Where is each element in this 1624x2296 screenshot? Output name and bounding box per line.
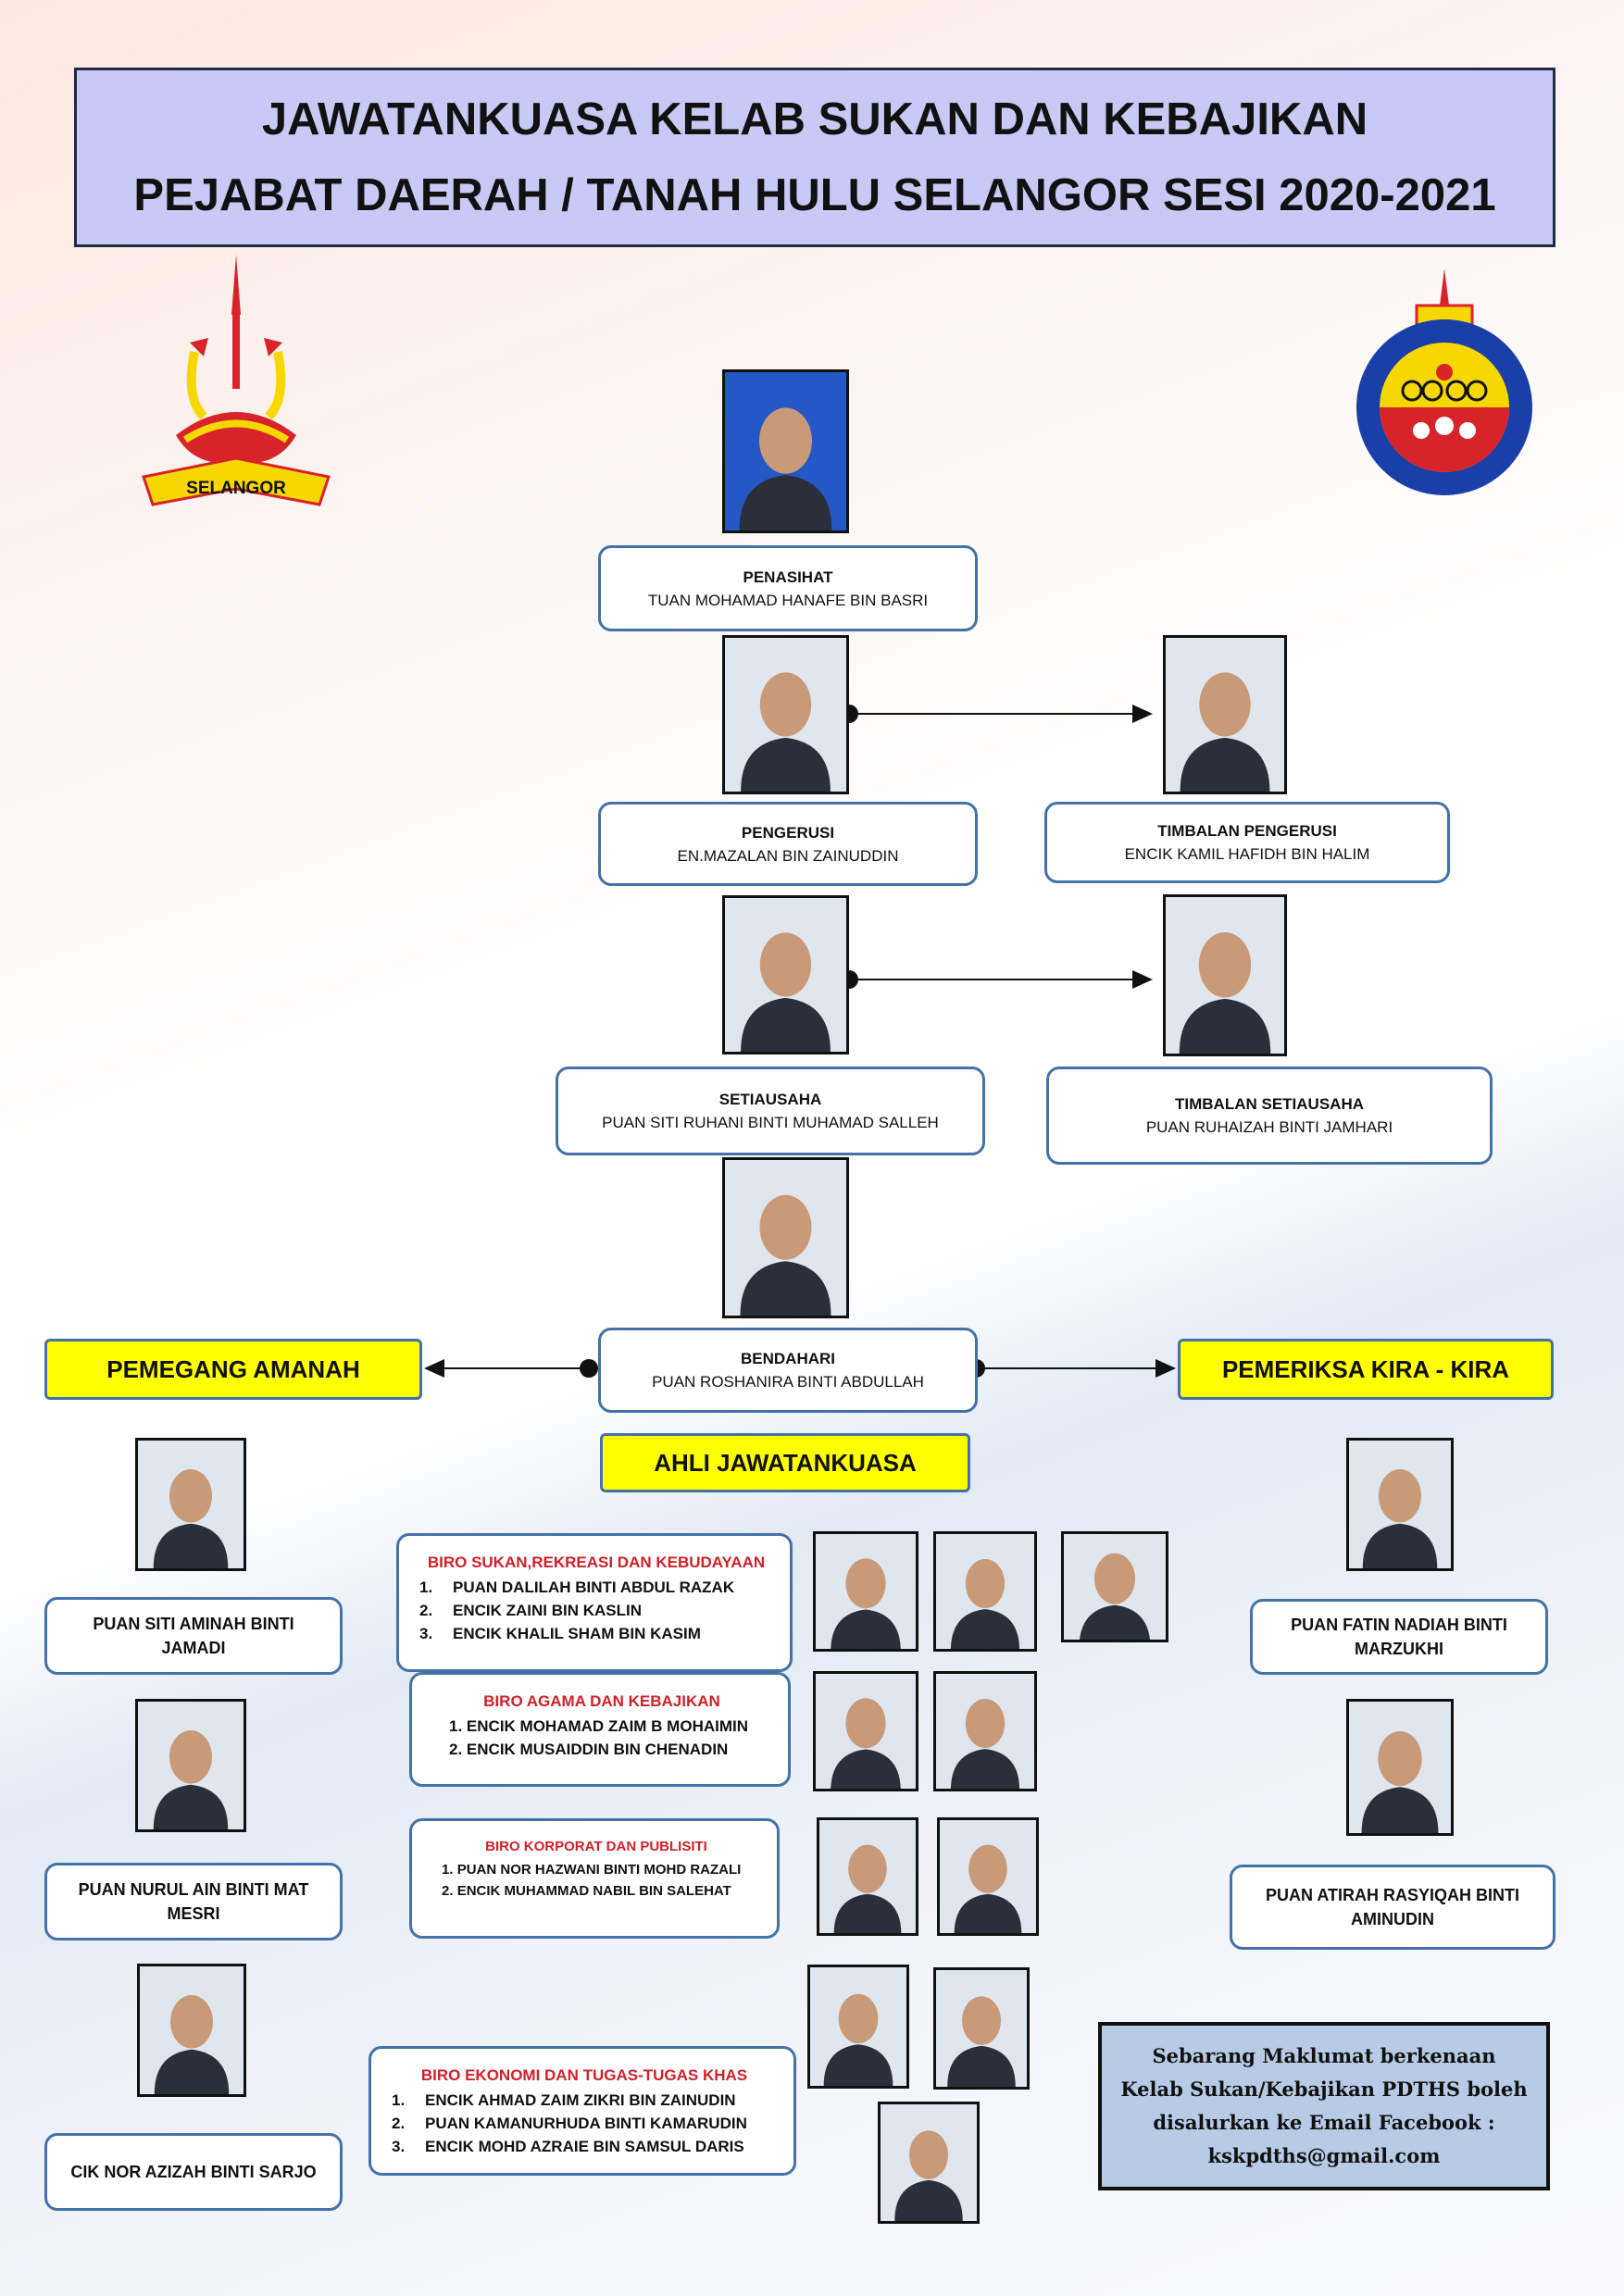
photo-biro-korporat-2: [937, 1817, 1039, 1936]
setiausaha-role: SETIAUSAHA: [718, 1091, 822, 1108]
timbalan-setiausaha-box: TIMBALAN SETIAUSAHA PUAN RUHAIZAH BINTI …: [1046, 1067, 1493, 1165]
timbalan-pengerusi-name: ENCIK KAMIL HAFIDH BIN HALIM: [1124, 845, 1370, 863]
biro-korporat-title: BIRO KORPORAT DAN PUBLISITI: [485, 1839, 707, 1854]
list-item: 1. PUAN NOR HAZWANI BINTI MOHD RAZALI: [442, 1862, 742, 1878]
penasihat-box: PENASIHAT TUAN MOHAMAD HANAFE BIN BASRI: [598, 545, 978, 631]
portrait-silhouette-icon: [894, 2130, 963, 2221]
list-item: 3.ENCIK KHALIL SHAM BIN KASIM: [419, 1625, 701, 1642]
photo-pemegang-amanah-2: [135, 1699, 246, 1832]
photo-biro-korporat-1: [817, 1817, 918, 1936]
setiausaha-box: SETIAUSAHA PUAN SITI RUHANI BINTI MUHAMA…: [556, 1067, 985, 1155]
pengerusi-role: PENGERUSI: [741, 823, 835, 842]
photo-bendahari: [722, 1157, 849, 1318]
photo-pengerusi: [722, 635, 849, 794]
photo-biro-ekonomi-2: [933, 1967, 1030, 2090]
bendahari-name: PUAN ROSHANIRA BINTI ABDULLAH: [652, 1373, 924, 1391]
portrait-silhouette-icon: [1080, 1553, 1150, 1640]
portrait-silhouette-icon: [950, 1699, 1020, 1789]
pemegang-amanah-member-2: PUAN NURUL AIN BINTI MAT MESRI: [44, 1863, 343, 1940]
ahli-jawatankuasa-header: AHLI JAWATANKUASA: [600, 1433, 970, 1492]
photo-biro-agama-2: [933, 1671, 1037, 1791]
biro-ekonomi-box: BIRO EKONOMI DAN TUGAS-TUGAS KHAS 1.ENCI…: [369, 2046, 796, 2176]
pemegang-amanah-header: PEMEGANG AMANAH: [44, 1339, 422, 1400]
title-line-1: JAWATANKUASA KELAB SUKAN DAN KEBAJIKAN: [261, 94, 1368, 144]
photo-biro-ekonomi-1: [807, 1965, 909, 2089]
portrait-silhouette-icon: [1361, 1730, 1439, 1833]
timbalan-pengerusi-box: TIMBALAN PENGERUSI ENCIK KAMIL HAFIDH BI…: [1044, 802, 1450, 883]
page-title: JAWATANKUASA KELAB SUKAN DAN KEBAJIKAN P…: [74, 68, 1555, 247]
pengerusi-box: PENGERUSI EN.MAZALAN BIN ZAINUDDIN: [598, 802, 978, 886]
photo-biro-agama-1: [813, 1671, 918, 1791]
portrait-silhouette-icon: [1362, 1469, 1438, 1568]
portrait-silhouette-icon: [1180, 672, 1270, 792]
portrait-silhouette-icon: [741, 672, 831, 792]
portrait-silhouette-icon: [153, 1730, 229, 1829]
selangor-logo-text: SELANGOR: [186, 479, 286, 498]
portrait-silhouette-icon: [739, 407, 832, 530]
pemegang-amanah-member-1: PUAN SITI AMINAH BINTI JAMADI: [44, 1597, 343, 1675]
biro-sukan-box: BIRO SUKAN,REKREASI DAN KEBUDAYAAN 1.PUA…: [396, 1533, 793, 1672]
portrait-silhouette-icon: [823, 1993, 893, 2086]
list-item: 1.PUAN DALILAH BINTI ABDUL RAZAK: [419, 1578, 735, 1596]
portrait-silhouette-icon: [1179, 932, 1271, 1054]
biro-agama-box: BIRO AGAMA DAN KEBAJIKAN 1. ENCIK MOHAMA…: [409, 1672, 791, 1787]
pemeriksa-kira-header: PEMERIKSA KIRA - KIRA: [1178, 1339, 1554, 1400]
photo-pemegang-amanah-1: [135, 1438, 246, 1571]
biro-sukan-title: BIRO SUKAN,REKREASI DAN KEBUDAYAAN: [427, 1554, 766, 1571]
bendahari-role: BENDAHARI: [741, 1350, 835, 1367]
portrait-silhouette-icon: [831, 1558, 901, 1649]
photo-biro-sukan-1: [813, 1531, 918, 1652]
photo-setiausaha: [722, 895, 849, 1054]
bendahari-box: BENDAHARI PUAN ROSHANIRA BINTI ABDULLAH: [598, 1328, 978, 1413]
photo-biro-ekonomi-3: [878, 2102, 980, 2224]
photo-biro-sukan-3: [1061, 1531, 1168, 1642]
portrait-silhouette-icon: [153, 1469, 229, 1568]
pengerusi-name: EN.MAZALAN BIN ZAINUDDIN: [677, 846, 899, 865]
photo-biro-sukan-2: [933, 1531, 1037, 1652]
list-item: 2.ENCIK ZAINI BIN KASLIN: [419, 1602, 642, 1619]
pemegang-amanah-member-3: CIK NOR AZIZAH BINTI SARJO: [44, 2133, 343, 2211]
list-item: 2. ENCIK MUHAMMAD NABIL BIN SALEHAT: [442, 1883, 731, 1899]
club-logo: [1347, 268, 1542, 500]
portrait-silhouette-icon: [833, 1844, 902, 1933]
biro-agama-title: BIRO AGAMA DAN KEBAJIKAN: [483, 1692, 720, 1710]
portrait-silhouette-icon: [741, 932, 831, 1052]
pemeriksa-kira-member-2: PUAN ATIRAH RASYIQAH BINTI AMINUDIN: [1230, 1865, 1555, 1950]
list-item: 2.PUAN KAMANURHUDA BINTI KAMARUDIN: [392, 2115, 747, 2132]
photo-timbalan-pengerusi: [1163, 635, 1287, 794]
photo-timbalan-setiausaha: [1163, 894, 1287, 1056]
list-item: 1. ENCIK MOHAMAD ZAIM B MOHAIMIN: [449, 1717, 749, 1735]
list-item: 2. ENCIK MUSAIDDIN BIN CHENADIN: [449, 1741, 729, 1758]
biro-korporat-box: BIRO KORPORAT DAN PUBLISITI 1. PUAN NOR …: [409, 1818, 780, 1939]
timbalan-pengerusi-role: TIMBALAN PENGERUSI: [1157, 822, 1337, 840]
pemeriksa-kira-member-1: PUAN FATIN NADIAH BINTI MARZUKHI: [1250, 1599, 1548, 1675]
penasihat-role: PENASIHAT: [743, 568, 833, 586]
portrait-silhouette-icon: [831, 1698, 901, 1789]
portrait-silhouette-icon: [954, 1844, 1022, 1933]
photo-pemegang-amanah-3: [137, 1964, 246, 2097]
title-line-2: PEJABAT DAERAH / TANAH HULU SELANGOR SES…: [133, 170, 1496, 220]
portrait-silhouette-icon: [950, 1559, 1020, 1649]
photo-pemeriksa-kira-2: [1346, 1699, 1454, 1836]
portrait-silhouette-icon: [947, 1996, 1016, 2087]
timbalan-setiausaha-role: TIMBALAN SETIAUSAHA: [1175, 1095, 1364, 1113]
info-box: Sebarang Maklumat berkenaan Kelab Sukan/…: [1098, 2022, 1550, 2190]
selangor-state-logo: SELANGOR: [139, 250, 333, 518]
penasihat-name: TUAN MOHAMAD HANAFE BIN BASRI: [647, 591, 929, 609]
biro-ekonomi-title: BIRO EKONOMI DAN TUGAS-TUGAS KHAS: [420, 2066, 748, 2084]
photo-pemeriksa-kira-1: [1346, 1438, 1454, 1571]
list-item: 1.ENCIK AHMAD ZAIM ZIKRI BIN ZAINUDIN: [392, 2091, 736, 2109]
timbalan-setiausaha-name: PUAN RUHAIZAH BINTI JAMHARI: [1145, 1118, 1393, 1136]
portrait-silhouette-icon: [154, 1995, 230, 2094]
list-item: 3.ENCIK MOHD AZRAIE BIN SAMSUL DARIS: [392, 2138, 744, 2155]
portrait-silhouette-icon: [740, 1194, 831, 1316]
setiausaha-name: PUAN SITI RUHANI BINTI MUHAMAD SALLEH: [602, 1114, 939, 1131]
photo-penasihat: [722, 369, 849, 533]
